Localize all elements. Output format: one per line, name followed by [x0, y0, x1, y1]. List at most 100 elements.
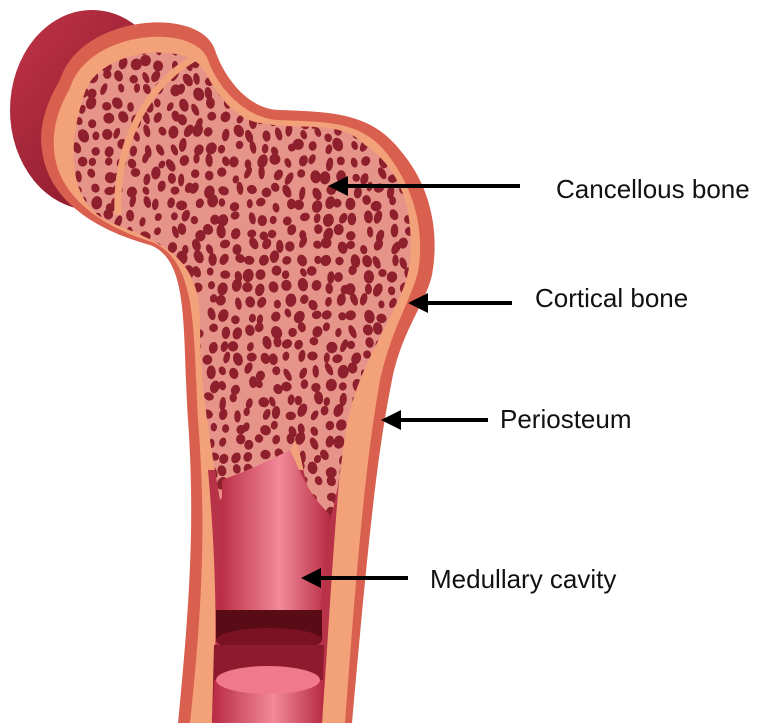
pore — [152, 264, 167, 279]
pore — [390, 396, 400, 407]
pore — [155, 364, 166, 375]
pore — [112, 463, 126, 478]
pore — [331, 102, 344, 115]
pore — [385, 475, 396, 488]
pore — [47, 463, 58, 474]
pore — [288, 73, 296, 86]
pore — [345, 58, 357, 73]
pore — [59, 349, 72, 361]
pore — [84, 298, 97, 312]
pore — [124, 451, 136, 464]
pore — [165, 437, 175, 446]
pore — [91, 435, 104, 451]
pore — [140, 467, 150, 479]
pore — [74, 348, 86, 360]
pore — [122, 262, 137, 278]
pore — [149, 278, 162, 292]
pore — [103, 285, 114, 296]
pore — [136, 389, 149, 404]
pore — [115, 365, 127, 376]
pore — [294, 62, 304, 71]
pore — [377, 59, 388, 73]
pore — [54, 481, 63, 492]
pore — [362, 55, 370, 69]
pore — [60, 506, 71, 520]
pore — [412, 101, 423, 114]
pore — [141, 310, 154, 324]
pore — [234, 410, 241, 422]
pore — [348, 213, 357, 226]
pore — [89, 504, 97, 518]
pore — [103, 238, 115, 250]
pore — [105, 395, 114, 409]
pore — [396, 376, 409, 390]
pore — [309, 84, 316, 94]
pore — [142, 422, 152, 436]
pore — [207, 365, 216, 379]
pore — [113, 408, 122, 418]
pore — [126, 481, 136, 494]
pore — [87, 257, 99, 267]
pore — [144, 355, 154, 363]
pore — [152, 431, 166, 445]
pore — [62, 212, 71, 221]
pore — [71, 436, 84, 450]
pore — [414, 434, 424, 446]
label-periosteum: Periosteum — [500, 404, 632, 434]
pore — [129, 353, 138, 367]
pore — [221, 44, 232, 55]
pore — [233, 40, 245, 54]
pore — [50, 325, 61, 338]
pore — [166, 378, 176, 391]
pore — [74, 227, 84, 237]
pore — [248, 83, 257, 96]
pore — [75, 313, 86, 325]
pore — [49, 253, 58, 268]
pore — [150, 389, 164, 403]
pore — [403, 112, 417, 127]
pore — [387, 449, 397, 461]
pore — [403, 128, 414, 139]
pore — [180, 496, 190, 507]
pore — [154, 420, 165, 435]
pore — [140, 434, 153, 447]
pore — [58, 437, 72, 451]
pore — [113, 337, 121, 350]
pore — [375, 112, 388, 124]
pore — [74, 510, 84, 520]
pore — [103, 305, 113, 319]
pore — [75, 464, 86, 477]
pore — [126, 365, 137, 376]
pore — [385, 41, 395, 51]
pore — [62, 255, 74, 269]
pore — [59, 461, 71, 476]
pore — [418, 424, 425, 432]
pore — [402, 350, 412, 361]
pore — [402, 58, 412, 70]
pore — [90, 468, 101, 477]
pore — [408, 451, 423, 467]
pore — [89, 265, 98, 277]
pore — [248, 47, 260, 61]
pore — [416, 58, 426, 71]
pore — [179, 465, 191, 480]
pore — [158, 492, 165, 506]
pore — [414, 84, 427, 98]
pore — [117, 446, 126, 458]
pore — [89, 347, 103, 363]
pore — [311, 75, 319, 87]
pore — [412, 354, 421, 364]
pore — [345, 85, 357, 100]
label-cancellous-bone: Cancellous bone — [556, 174, 750, 204]
pore — [334, 84, 343, 94]
pore — [117, 324, 127, 334]
pore — [401, 475, 412, 489]
pore — [87, 244, 99, 254]
label-cortical-bone: Cortical bone — [535, 283, 688, 313]
pore — [170, 363, 181, 378]
pore — [400, 364, 412, 377]
pore — [116, 382, 126, 395]
pore — [393, 378, 400, 390]
pore — [60, 282, 70, 297]
pore — [153, 253, 162, 264]
